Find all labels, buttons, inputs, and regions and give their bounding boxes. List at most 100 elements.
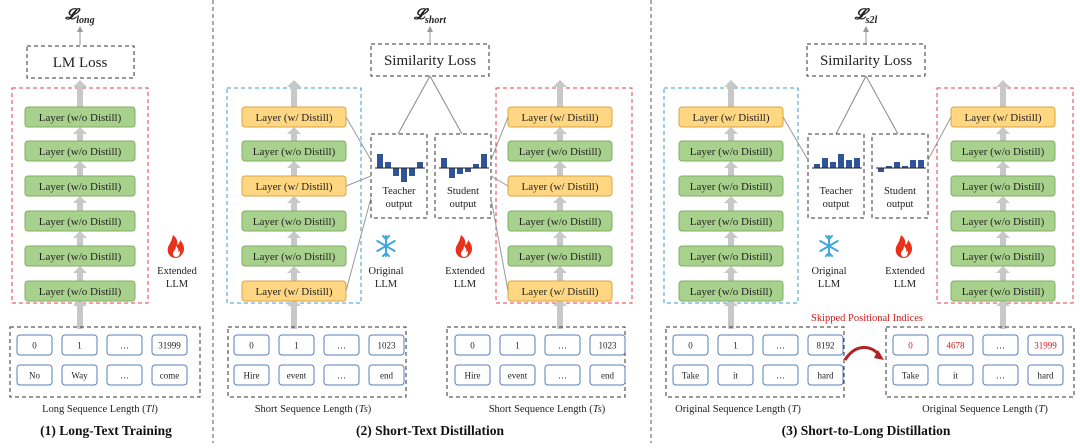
teacher-output-box bbox=[370, 133, 428, 219]
layer-label: Layer (w/o Distill) bbox=[690, 286, 773, 298]
layer-label: Layer (w/ Distill) bbox=[522, 112, 599, 124]
position-index-box bbox=[717, 334, 754, 356]
output-bar bbox=[846, 160, 852, 168]
layer-label: Layer (w/o Distill) bbox=[962, 286, 1045, 298]
svg-text:LLM: LLM bbox=[818, 279, 841, 290]
layer-label: Layer (w/o Distill) bbox=[519, 146, 602, 158]
token-text: end bbox=[380, 371, 393, 381]
layer-block bbox=[678, 210, 784, 232]
token-box bbox=[454, 364, 491, 386]
layer-block bbox=[950, 280, 1056, 302]
panel-caption: (1) Long-Text Training bbox=[40, 423, 172, 438]
position-index-box bbox=[368, 334, 405, 356]
output-bar bbox=[481, 154, 487, 168]
svg-text:Extended: Extended bbox=[885, 266, 925, 277]
svg-text:Student: Student bbox=[884, 186, 916, 197]
position-index: 31999 bbox=[158, 341, 181, 351]
output-bar bbox=[822, 158, 828, 168]
token-text: hard bbox=[1038, 371, 1054, 381]
token-box bbox=[323, 364, 360, 386]
position-index-box bbox=[233, 334, 270, 356]
lm-loss-text: LM Loss bbox=[53, 55, 108, 71]
token-box bbox=[807, 364, 844, 386]
position-index-box bbox=[544, 334, 581, 356]
position-index-box bbox=[1027, 334, 1064, 356]
token-text: … bbox=[776, 371, 785, 381]
position-index: 1023 bbox=[378, 341, 397, 351]
svg-text:output: output bbox=[386, 199, 413, 210]
layer-block bbox=[678, 280, 784, 302]
token-box bbox=[982, 364, 1019, 386]
position-index: 0 bbox=[688, 341, 693, 351]
token-text: come bbox=[160, 371, 180, 381]
layer-label: Layer (w/o Distill) bbox=[690, 251, 773, 263]
token-frame bbox=[446, 326, 626, 398]
student-output-box bbox=[434, 133, 492, 219]
token-text: it bbox=[733, 371, 739, 381]
layer-block bbox=[678, 245, 784, 267]
position-index: … bbox=[776, 341, 785, 351]
layer-block bbox=[241, 140, 347, 162]
loss-long-label: 𝓛long bbox=[64, 7, 94, 26]
position-index: 31999 bbox=[1034, 341, 1057, 351]
position-index: … bbox=[120, 341, 129, 351]
layer-label: Layer (w/o Distill) bbox=[39, 181, 122, 193]
layer-block bbox=[678, 175, 784, 197]
panel-caption: (3) Short-to-Long Distillation bbox=[782, 423, 951, 438]
token-text: … bbox=[558, 371, 567, 381]
position-index-box bbox=[454, 334, 491, 356]
layer-label: Layer (w/ Distill) bbox=[522, 181, 599, 193]
position-index-box bbox=[807, 334, 844, 356]
position-index-box bbox=[499, 334, 536, 356]
svg-text:Extended: Extended bbox=[445, 266, 485, 277]
layer-label: Layer (w/o Distill) bbox=[39, 146, 122, 158]
token-box bbox=[233, 364, 270, 386]
output-bar bbox=[854, 158, 860, 168]
layer-block bbox=[24, 280, 136, 302]
position-index-box bbox=[106, 334, 143, 356]
seq-length-label: Long Sequence Length (Tl) bbox=[42, 404, 158, 415]
panel-long-text-training: 𝓛long LM Loss Layer (w/o Distill) Layer (… bbox=[9, 7, 201, 438]
svg-text:Teacher: Teacher bbox=[382, 186, 416, 197]
layer-label: Layer (w/o Distill) bbox=[962, 251, 1045, 263]
token-box bbox=[717, 364, 754, 386]
token-box bbox=[16, 364, 53, 386]
token-text: … bbox=[996, 371, 1005, 381]
token-box bbox=[61, 364, 98, 386]
svg-text:Original: Original bbox=[369, 266, 404, 277]
token-frame bbox=[9, 326, 201, 398]
position-index: 8192 bbox=[817, 341, 835, 351]
layer-label: Layer (w/ Distill) bbox=[256, 181, 333, 193]
layer-label: Layer (w/o Distill) bbox=[39, 112, 122, 124]
layer-block bbox=[507, 210, 613, 232]
position-index: … bbox=[337, 341, 346, 351]
output-bar bbox=[918, 160, 924, 168]
distill-connector bbox=[782, 116, 809, 161]
position-index: 0 bbox=[908, 341, 913, 351]
output-bar bbox=[377, 154, 383, 168]
token-box bbox=[278, 364, 315, 386]
position-index: 1 bbox=[77, 341, 82, 351]
token-text: No bbox=[29, 371, 40, 381]
position-index-box bbox=[151, 334, 188, 356]
layer-block bbox=[678, 140, 784, 162]
position-index-box bbox=[323, 334, 360, 356]
layer-block bbox=[24, 140, 136, 162]
token-text: Hire bbox=[244, 371, 260, 381]
layer-label: Layer (w/o Distill) bbox=[39, 251, 122, 263]
layer-label: Layer (w/o Distill) bbox=[253, 146, 336, 158]
token-box bbox=[672, 364, 709, 386]
layer-label: Layer (w/o Distill) bbox=[39, 286, 122, 298]
distill-connector bbox=[490, 197, 509, 292]
position-index: … bbox=[996, 341, 1005, 351]
token-box bbox=[368, 364, 405, 386]
similarity-loss-box bbox=[370, 43, 490, 77]
layer-label: Layer (w/o Distill) bbox=[690, 146, 773, 158]
svg-text:output: output bbox=[887, 199, 914, 210]
layer-label: Layer (w/o Distill) bbox=[519, 216, 602, 228]
position-index-box bbox=[16, 334, 53, 356]
token-text: hard bbox=[818, 371, 834, 381]
output-bar bbox=[385, 162, 391, 168]
svg-text:LLM: LLM bbox=[375, 279, 398, 290]
